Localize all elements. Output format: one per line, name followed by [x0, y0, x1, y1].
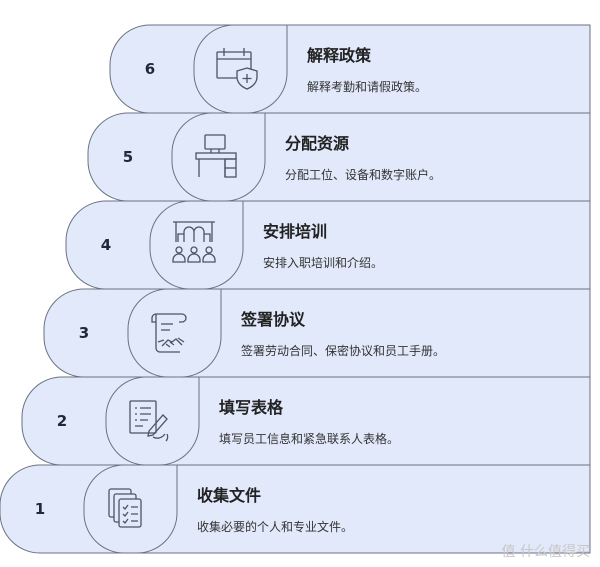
form-pen-icon: [129, 400, 169, 442]
step-3-title: 签署协议: [241, 310, 306, 329]
step-1-number: 1: [34, 500, 46, 518]
step-5-number: 5: [122, 148, 134, 166]
scroll-handshake-icon: [151, 313, 187, 353]
step-5-band: [87, 112, 591, 202]
step-2-title: 填写表格: [219, 398, 284, 417]
step-2-number: 2: [56, 412, 68, 430]
desk-computer-icon: [195, 134, 237, 178]
step-4-description: 安排入职培训和介绍。: [263, 256, 384, 270]
step-2-icon-column: [105, 376, 200, 466]
step-2-description: 填写员工信息和紧急联系人表格。: [219, 432, 400, 446]
step-4-icon-column: [149, 200, 244, 290]
training-people-icon: [172, 221, 216, 263]
step-6-band: [109, 24, 591, 114]
step-6-icon-column: [193, 24, 288, 114]
step-5-description: 分配工位、设备和数字账户。: [285, 168, 442, 182]
step-3-description: 签署劳动合同、保密协议和员工手册。: [241, 344, 446, 358]
step-6-number: 6: [144, 60, 156, 78]
step-1-title: 收集文件: [197, 486, 262, 505]
step-4-number: 4: [100, 236, 112, 254]
step-6-description: 解释考勤和请假政策。: [307, 80, 428, 94]
step-3-band: [43, 288, 591, 378]
step-3-number: 3: [78, 324, 90, 342]
calendar-shield-icon: [216, 48, 258, 90]
step-5-icon-column: [171, 112, 266, 202]
watermark-text: 值 什么值得买: [501, 544, 590, 560]
step-3-icon-column: [127, 288, 222, 378]
step-4-title: 安排培训: [263, 222, 328, 241]
step-6-title: 解释政策: [307, 46, 372, 65]
step-1-description: 收集必要的个人和专业文件。: [197, 520, 354, 534]
step-4-band: [65, 200, 591, 290]
step-5-title: 分配资源: [285, 134, 350, 153]
documents-checklist-icon: [108, 488, 142, 528]
